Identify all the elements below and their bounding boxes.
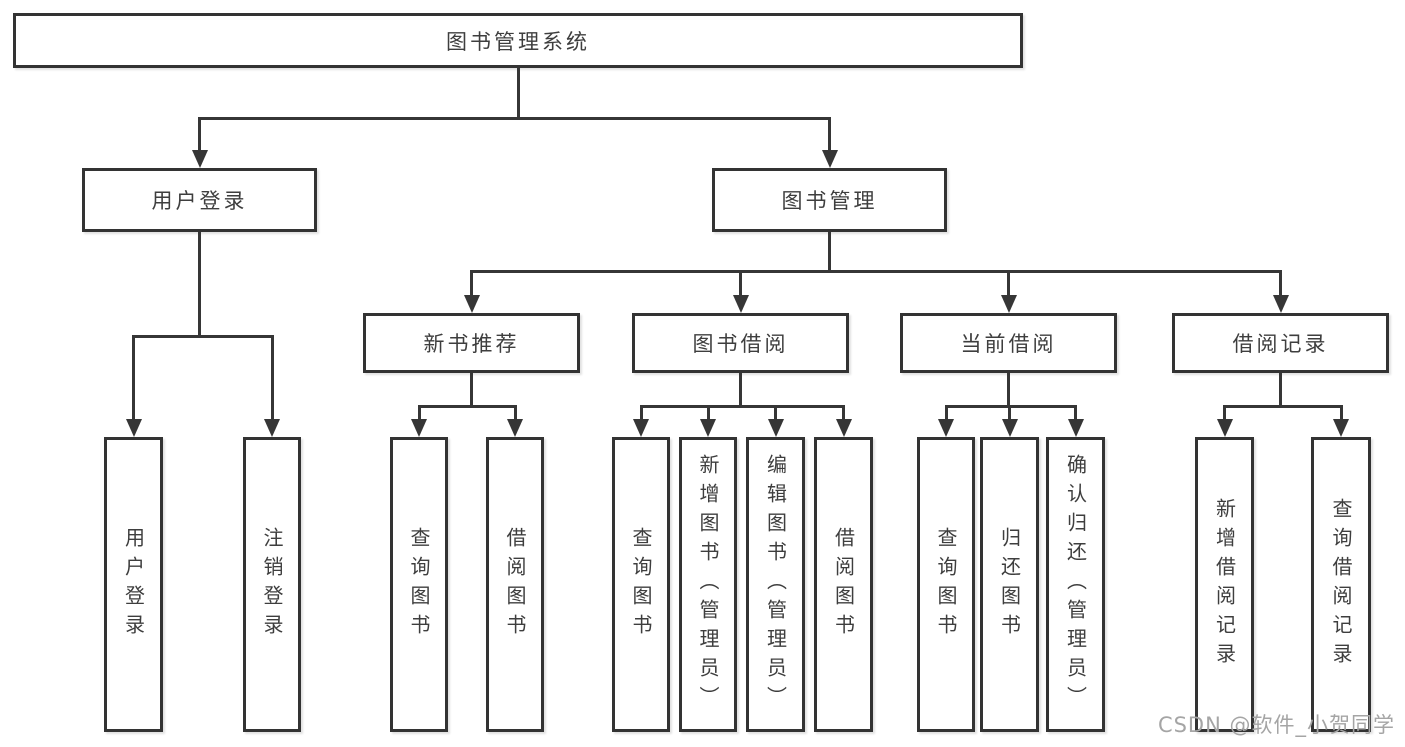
leaf-borrow-borrow-books: 借阅图书 xyxy=(814,437,873,732)
connector-line xyxy=(270,335,274,419)
leaf-newbook-borrow-books: 借阅图书 xyxy=(486,437,544,732)
connector-line xyxy=(417,405,517,408)
node-book-management-label: 图书管理 xyxy=(781,189,878,213)
connector-line xyxy=(198,117,201,151)
arrow-down-icon xyxy=(835,419,852,437)
arrow-down-icon xyxy=(1216,419,1233,437)
leaf-newbook-query-books: 查询图书 xyxy=(390,437,448,732)
leaf-newbook-query-books-label: 查询图书 xyxy=(407,526,431,643)
arrow-down-icon xyxy=(1000,295,1017,313)
leaf-add-book-admin: 新增图书（管理员） xyxy=(679,437,737,732)
node-borrowing-records-label: 借阅记录 xyxy=(1232,332,1329,356)
connector-line xyxy=(828,232,831,270)
leaf-user-login-label: 用户登录 xyxy=(121,526,146,643)
connector-line xyxy=(132,335,135,419)
leaf-borrow-query-books: 查询图书 xyxy=(612,437,670,732)
arrow-down-icon xyxy=(700,419,716,437)
leaf-user-login: 用户登录 xyxy=(104,437,163,732)
connector-line xyxy=(513,405,517,419)
connector-line xyxy=(828,117,831,151)
connector-line xyxy=(1007,373,1010,405)
leaf-edit-book-admin: 编辑图书（管理员） xyxy=(746,437,805,732)
arrow-down-icon xyxy=(938,419,954,437)
node-root-label: 图书管理系统 xyxy=(446,29,590,54)
leaf-logout: 注销登录 xyxy=(243,437,301,732)
connector-line xyxy=(1279,373,1282,405)
leaf-add-borrow-record: 新增借阅记录 xyxy=(1195,437,1254,732)
connector-line xyxy=(1279,270,1282,296)
connector-line xyxy=(417,405,421,419)
node-user-login-label: 用户登录 xyxy=(151,189,248,213)
csdn-watermark: CSDN @软件_小贺同学 xyxy=(1157,713,1395,737)
node-book-borrowing-label: 图书借阅 xyxy=(692,332,789,356)
arrow-down-icon xyxy=(125,419,142,437)
connector-line xyxy=(774,405,777,419)
leaf-logout-label: 注销登录 xyxy=(260,526,284,643)
leaf-edit-book-admin-label: 编辑图书（管理员） xyxy=(763,454,788,715)
connector-line xyxy=(1223,405,1226,419)
connector-line xyxy=(470,270,473,296)
leaf-return-books: 归还图书 xyxy=(980,437,1039,732)
connector-line xyxy=(470,373,473,405)
leaf-return-books-label: 归还图书 xyxy=(997,526,1022,643)
leaf-query-borrow-record: 查询借阅记录 xyxy=(1311,437,1371,732)
arrow-down-icon xyxy=(463,295,480,313)
arrow-down-icon xyxy=(1333,419,1349,437)
connector-line xyxy=(516,68,520,117)
leaf-confirm-return-admin-label: 确认归还（管理员） xyxy=(1063,454,1088,715)
node-new-book-recommend-label: 新书推荐 xyxy=(423,332,520,356)
connector-line xyxy=(639,405,845,408)
connector-line xyxy=(739,373,742,405)
leaf-confirm-return-admin: 确认归还（管理员） xyxy=(1046,437,1105,732)
connector-line xyxy=(639,405,643,419)
connector-line xyxy=(1223,405,1343,408)
connector-line xyxy=(842,405,845,419)
connector-line xyxy=(706,405,710,419)
arrow-down-icon xyxy=(1067,419,1084,437)
leaf-add-borrow-record-label: 新增借阅记录 xyxy=(1212,497,1237,672)
arrow-down-icon xyxy=(1272,295,1289,313)
arrow-down-icon xyxy=(633,419,649,437)
leaf-current-query-books-label: 查询图书 xyxy=(934,526,958,643)
leaf-query-borrow-record-label: 查询借阅记录 xyxy=(1329,497,1353,672)
connector-line xyxy=(1008,405,1011,419)
connector-line xyxy=(1074,405,1077,419)
arrow-down-icon xyxy=(264,419,280,437)
connector-line xyxy=(1339,405,1343,419)
node-current-borrowing: 当前借阅 xyxy=(900,313,1117,373)
node-user-login: 用户登录 xyxy=(82,168,317,232)
connector-line xyxy=(944,405,948,419)
node-current-borrowing-label: 当前借阅 xyxy=(960,332,1057,356)
node-borrowing-records: 借阅记录 xyxy=(1172,313,1389,373)
connector-line xyxy=(1007,270,1010,296)
leaf-add-book-admin-label: 新增图书（管理员） xyxy=(696,454,720,715)
connector-line xyxy=(739,270,742,296)
arrow-down-icon xyxy=(411,419,427,437)
leaf-borrow-borrow-books-label: 借阅图书 xyxy=(831,526,856,643)
leaf-borrow-query-books-label: 查询图书 xyxy=(629,526,653,643)
arrow-down-icon xyxy=(767,419,784,437)
node-book-borrowing: 图书借阅 xyxy=(632,313,849,373)
arrow-down-icon xyxy=(191,150,208,168)
connector-line xyxy=(132,335,274,338)
node-new-book-recommend: 新书推荐 xyxy=(363,313,580,373)
node-root-system: 图书管理系统 xyxy=(13,13,1023,68)
leaf-newbook-borrow-books-label: 借阅图书 xyxy=(503,526,527,643)
arrow-down-icon xyxy=(821,150,838,168)
connector-line xyxy=(470,270,1282,273)
node-book-management: 图书管理 xyxy=(712,168,947,232)
connector-line xyxy=(198,117,831,120)
arrow-down-icon xyxy=(507,419,523,437)
arrow-down-icon xyxy=(732,295,749,313)
arrow-down-icon xyxy=(1001,419,1018,437)
connector-line xyxy=(198,232,201,335)
leaf-current-query-books: 查询图书 xyxy=(917,437,975,732)
